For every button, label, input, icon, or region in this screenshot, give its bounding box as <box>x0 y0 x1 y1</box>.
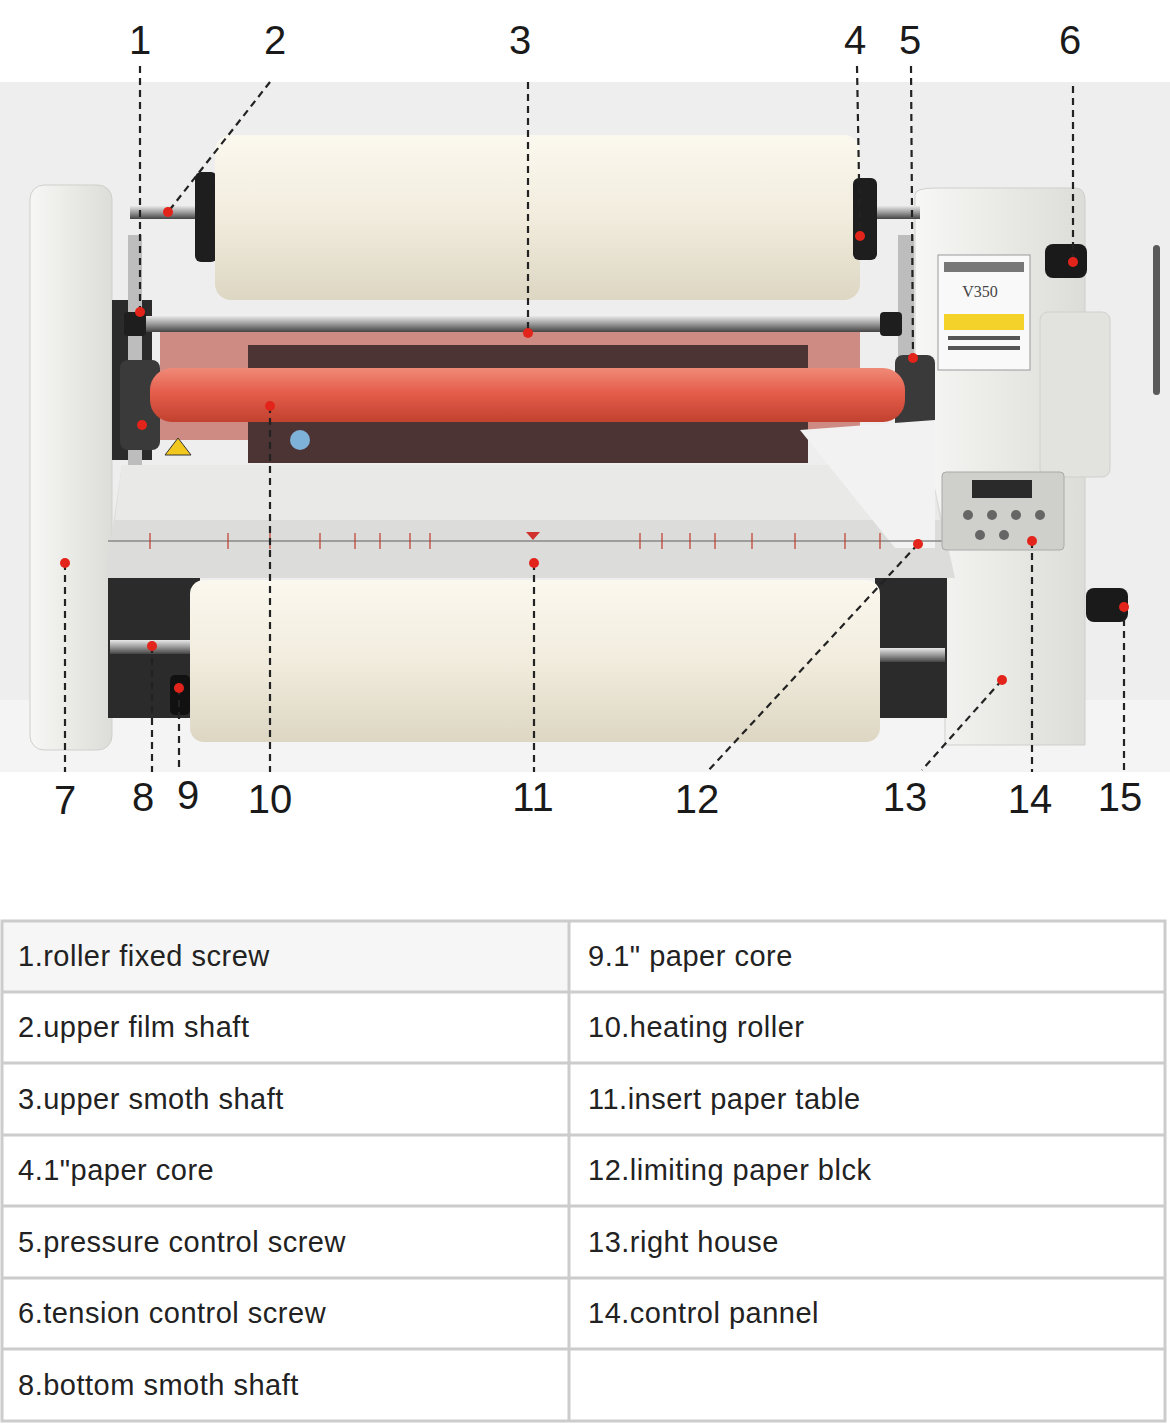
table-cell: 12.limiting paper blck <box>588 1154 871 1187</box>
table-cell: 5.pressure control screw <box>18 1226 346 1259</box>
callout-number: 10 <box>248 777 293 822</box>
callout-number: 8 <box>132 775 154 820</box>
callout-number: 7 <box>54 778 76 823</box>
callout-number: 4 <box>844 18 866 63</box>
table-cell: 1.roller fixed screw <box>18 940 270 973</box>
callout-number: 5 <box>899 18 921 63</box>
callout-number: 15 <box>1098 775 1143 820</box>
callout-number: 14 <box>1008 777 1053 822</box>
table-cell: 10.heating roller <box>588 1011 804 1044</box>
table-cell: 8.bottom smoth shaft <box>18 1369 299 1402</box>
table-cell: 9.1" paper core <box>588 940 793 973</box>
callout-number: 12 <box>675 777 720 822</box>
table-cell: 14.control pannel <box>588 1297 819 1330</box>
callout-number: 3 <box>509 18 531 63</box>
table-cell: 6.tension control screw <box>18 1297 326 1330</box>
callout-number: 6 <box>1059 18 1081 63</box>
model-name: V350 <box>962 283 998 301</box>
callout-number: 2 <box>264 18 286 63</box>
callout-number: 9 <box>177 773 199 818</box>
table-cell: 11.insert paper table <box>588 1083 861 1116</box>
table-cell: 2.upper film shaft <box>18 1011 249 1044</box>
callout-number: 11 <box>512 775 554 820</box>
table-cell: 3.upper smoth shaft <box>18 1083 284 1116</box>
table-cell: 4.1"paper core <box>18 1154 214 1187</box>
callout-number: 13 <box>883 775 928 820</box>
table-cell: 13.right house <box>588 1226 779 1259</box>
callout-number: 1 <box>129 18 151 63</box>
